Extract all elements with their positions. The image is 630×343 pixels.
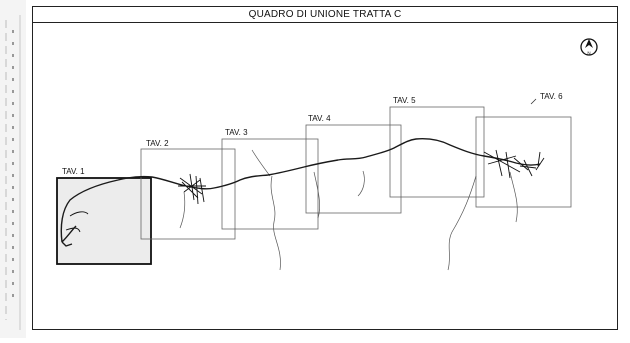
north-arrow-label: N <box>587 51 590 56</box>
map-frame: QUADRO DI UNIONE TRATTA C <box>32 6 618 330</box>
stream-network <box>179 149 518 271</box>
junction-details <box>65 149 545 233</box>
sheet-label-tav-3: TAV. 3 <box>225 128 248 137</box>
sheet-label-tav-1: TAV. 1 <box>62 167 85 176</box>
sheet-label-tav-2: TAV. 2 <box>146 139 169 148</box>
sheet-label-tav-6: TAV. 6 <box>540 92 563 101</box>
sheet-tav-5[interactable]: TAV. 5 <box>389 96 485 198</box>
sheet-tav-2[interactable]: TAV. 2 <box>140 139 236 240</box>
sheet-tav-4[interactable]: TAV. 4 <box>305 114 402 214</box>
map-title: QUADRO DI UNIONE TRATTA C <box>33 7 617 23</box>
sheet-label-tav-5: TAV. 5 <box>393 96 416 105</box>
north-arrow-icon: N <box>580 38 598 56</box>
sheet-tav-6[interactable]: TAV. 6 <box>475 92 572 208</box>
binding-strip <box>0 0 26 338</box>
sheet-tav-3[interactable]: TAV. 3 <box>221 128 319 230</box>
sheet-label-tav-4: TAV. 4 <box>308 114 331 123</box>
sheet-tav-1[interactable]: TAV. 1 <box>56 167 152 265</box>
route-line <box>60 138 541 247</box>
